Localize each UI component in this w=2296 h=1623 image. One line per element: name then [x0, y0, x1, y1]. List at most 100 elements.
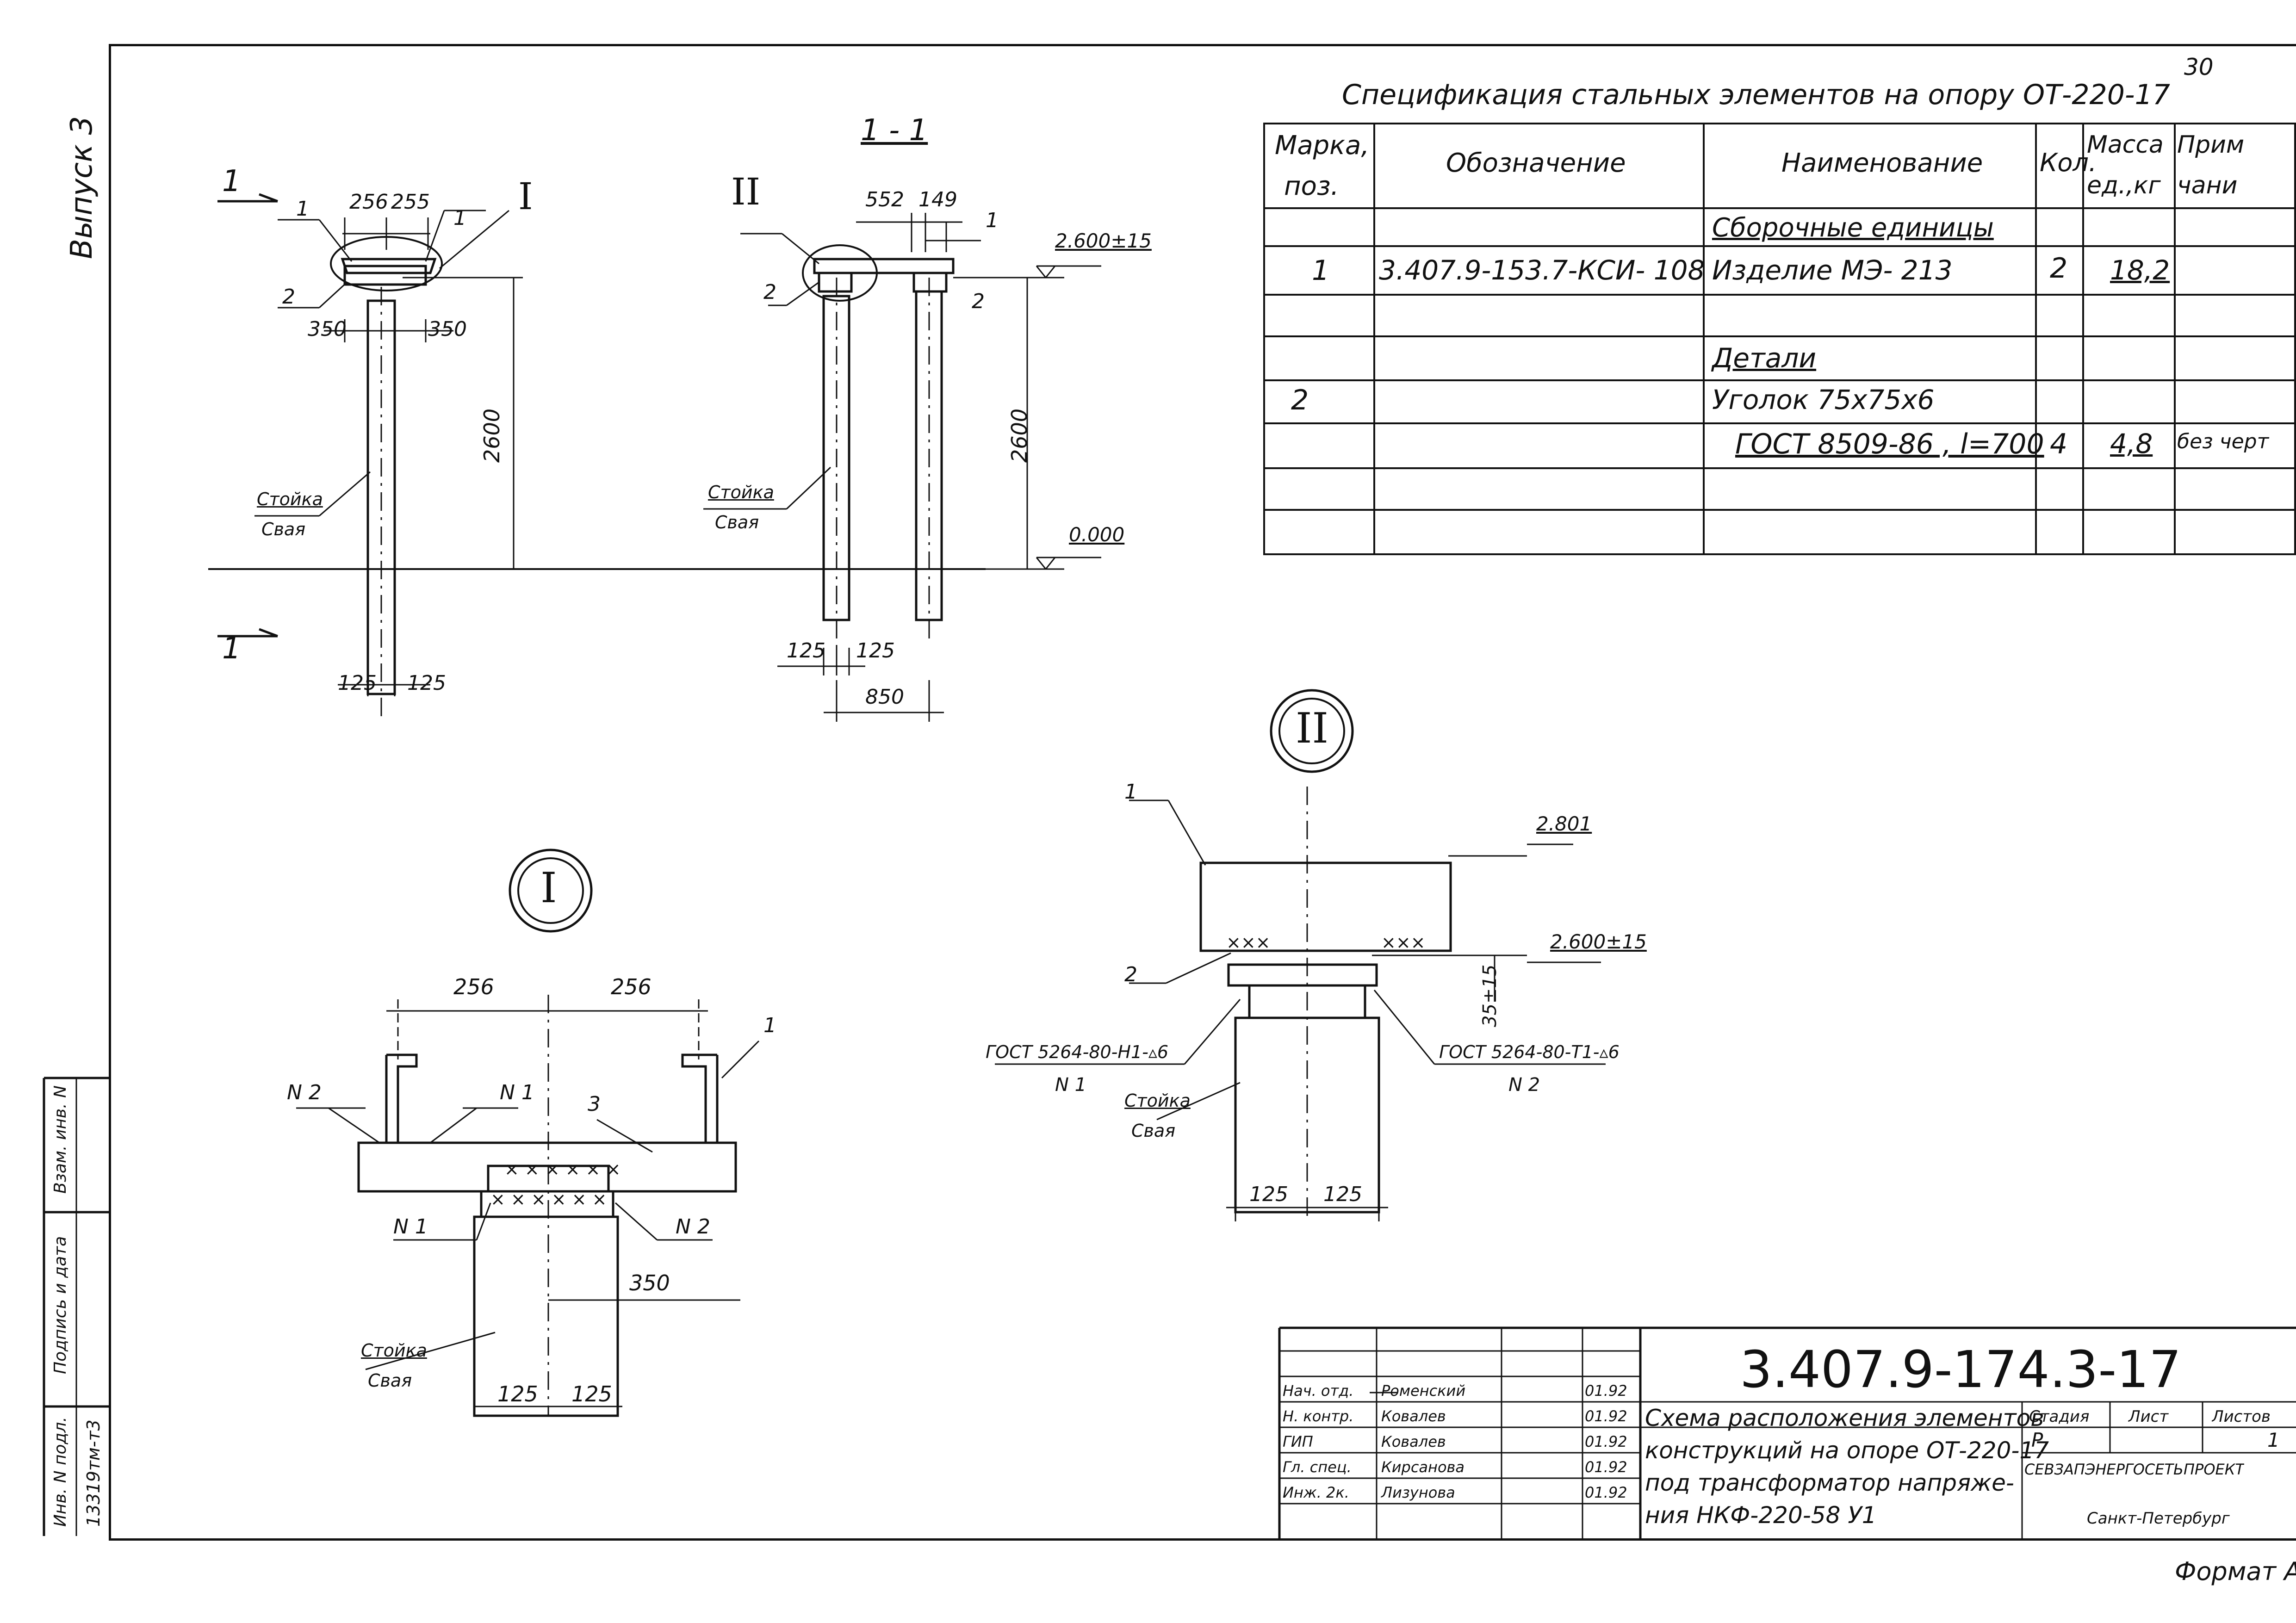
svg-text:× × × × × ×: × × × × × ×	[490, 1189, 607, 1209]
sheets-label: Листов	[2212, 1409, 2271, 1425]
detail-II-callout: II	[1296, 704, 1329, 753]
detailII-pile-label: Свая	[1131, 1121, 1176, 1141]
front-dim-125-left: 125	[338, 671, 377, 695]
front-dim-350-right: 350	[428, 317, 467, 341]
detailI-dim-125b: 125	[571, 1381, 612, 1406]
weld-left-mark: N 1	[1055, 1074, 1087, 1096]
stamp-inv-orig: Инв. N подл.	[51, 1417, 70, 1527]
spec-title: Спецификация стальных элементов на опору…	[1342, 79, 2170, 111]
row-0-name: Сборочные единицы	[1712, 213, 1994, 243]
level-0000: 0.000	[1069, 523, 1125, 546]
detailI-dim-256b: 256	[611, 974, 652, 999]
title-line-4: ния НКФ-220-58 У1	[1645, 1502, 1877, 1529]
weld-right-mark: N 2	[1508, 1074, 1540, 1096]
section-post-label: Стойка	[708, 482, 774, 502]
weld-right-note: ГОСТ 5264-80-Т1-▵6	[1439, 1042, 1620, 1062]
detailII-dim-35: 35±15	[1479, 964, 1501, 1027]
section-pile-label: Свая	[715, 512, 759, 533]
title-line-1: Схема расположения элементов	[1645, 1405, 2044, 1431]
header-designation: Обозначение	[1446, 148, 1626, 178]
sheet-value: 1	[2267, 1429, 2280, 1451]
stamp-inv-value: 13319тм-т3	[83, 1419, 104, 1527]
section-label-2a: 2	[763, 280, 776, 304]
role-2: Н. контр.	[1283, 1407, 1354, 1425]
detailI-dim-350: 350	[629, 1270, 670, 1295]
section-dim-2600: 2600	[1007, 408, 1032, 463]
name-3: Ковалев	[1381, 1433, 1446, 1450]
drawing-frame	[109, 44, 2296, 1541]
section-mark-bottom: 1	[222, 632, 241, 666]
row-3-name: Детали	[1712, 342, 1817, 374]
level-2600: 2.600±15	[1055, 229, 1152, 252]
header-name: Наименование	[1781, 148, 1983, 178]
name-1: Роменский	[1381, 1382, 1466, 1400]
stamp-swap-inv: Взам. инв. N	[51, 1085, 70, 1194]
svg-text:×××: ×××	[1381, 932, 1426, 953]
detailI-3: 3	[588, 1092, 601, 1116]
svg-text:× × × × × ×: × × × × × ×	[504, 1159, 621, 1179]
date-3: 01.92	[1585, 1433, 1627, 1450]
role-1: Нач. отд.	[1283, 1382, 1354, 1400]
date-4: 01.92	[1585, 1458, 1627, 1476]
front-label-1a: 1	[296, 197, 309, 221]
name-5: Лизунова	[1381, 1484, 1455, 1501]
city: Санкт-Петербург	[2087, 1509, 2230, 1528]
row-1-mass: 18,2	[2110, 254, 2170, 286]
row-1-name: Изделие МЭ- 213	[1712, 254, 1953, 286]
name-2: Ковалев	[1381, 1407, 1446, 1425]
detailI-N2-bottom: N 2	[676, 1215, 710, 1239]
header-mass-1: Масса	[2087, 131, 2164, 159]
front-dim-125-right: 125	[407, 671, 446, 695]
title-line-3: под трансформатор напряже-	[1645, 1469, 2014, 1496]
page-number: 30	[2184, 54, 2214, 81]
section-title: 1 - 1	[861, 113, 928, 148]
role-4: Гл. спец.	[1283, 1458, 1352, 1476]
front-label-1b: 1	[453, 206, 466, 230]
role-3: ГИП	[1283, 1433, 1313, 1450]
date-5: 01.92	[1585, 1484, 1627, 1501]
section-label-2b: 2	[972, 290, 985, 313]
row-1-mark: 1	[1312, 254, 1330, 287]
header-mass-2: ед.,кг	[2087, 172, 2161, 199]
section-dim-149: 149	[918, 188, 957, 211]
front-pile-label: Свая	[261, 519, 306, 539]
svg-text:×××: ×××	[1226, 932, 1271, 953]
section-dim-552: 552	[865, 188, 904, 211]
doc-code: 3.407.9-174.3-17	[1740, 1340, 2182, 1399]
level-2600-detail: 2.600±15	[1550, 930, 1647, 953]
header-mark-1: Марка,	[1275, 130, 1370, 161]
detailI-pile-label: Свая	[368, 1370, 412, 1391]
detailII-label-1: 1	[1124, 780, 1137, 804]
front-callout-I: I	[518, 175, 533, 218]
detail-I-callout: I	[540, 864, 557, 912]
format-label: Формат А3	[2175, 1557, 2296, 1586]
header-note-2: чани	[2177, 172, 2238, 199]
front-post-label: Стойка	[257, 489, 323, 509]
front-dim-256: 256	[349, 190, 388, 214]
row-5-name: ГОСТ 8509-86 , l=700	[1735, 428, 2044, 460]
detailII-label-2: 2	[1124, 963, 1137, 986]
detailI-N1-bottom: N 1	[393, 1215, 428, 1239]
row-4-name: Уголок 75х75х6	[1712, 384, 1935, 415]
sheet-label: Лист	[2128, 1407, 2169, 1426]
detailI-dim-256a: 256	[453, 974, 494, 999]
row-1-designation: 3.407.9-153.7-КСИ- 108	[1379, 254, 1705, 286]
front-dim-2600: 2600	[479, 408, 504, 463]
front-label-2: 2	[282, 285, 295, 309]
section-dim-850: 850	[865, 685, 904, 709]
detailII-post-label: Стойка	[1124, 1090, 1191, 1111]
detailI-dim-125a: 125	[497, 1381, 538, 1406]
stamp-sign-date: Подпись и дата	[51, 1236, 70, 1374]
section-dim-125-left: 125	[787, 639, 825, 663]
front-dim-255: 255	[391, 190, 430, 214]
detailI-N2-left: N 2	[287, 1081, 322, 1104]
detailI-N1-top: N 1	[500, 1081, 534, 1104]
detailI-1: 1	[763, 1014, 776, 1037]
name-4: Кирсанова	[1381, 1458, 1464, 1476]
front-dim-350-left: 350	[308, 317, 347, 341]
row-4-mark: 2	[1291, 384, 1309, 416]
section-mark-top: 1	[222, 164, 241, 198]
section-callout-II: II	[731, 170, 761, 213]
header-qty: Кол.	[2040, 148, 2097, 177]
